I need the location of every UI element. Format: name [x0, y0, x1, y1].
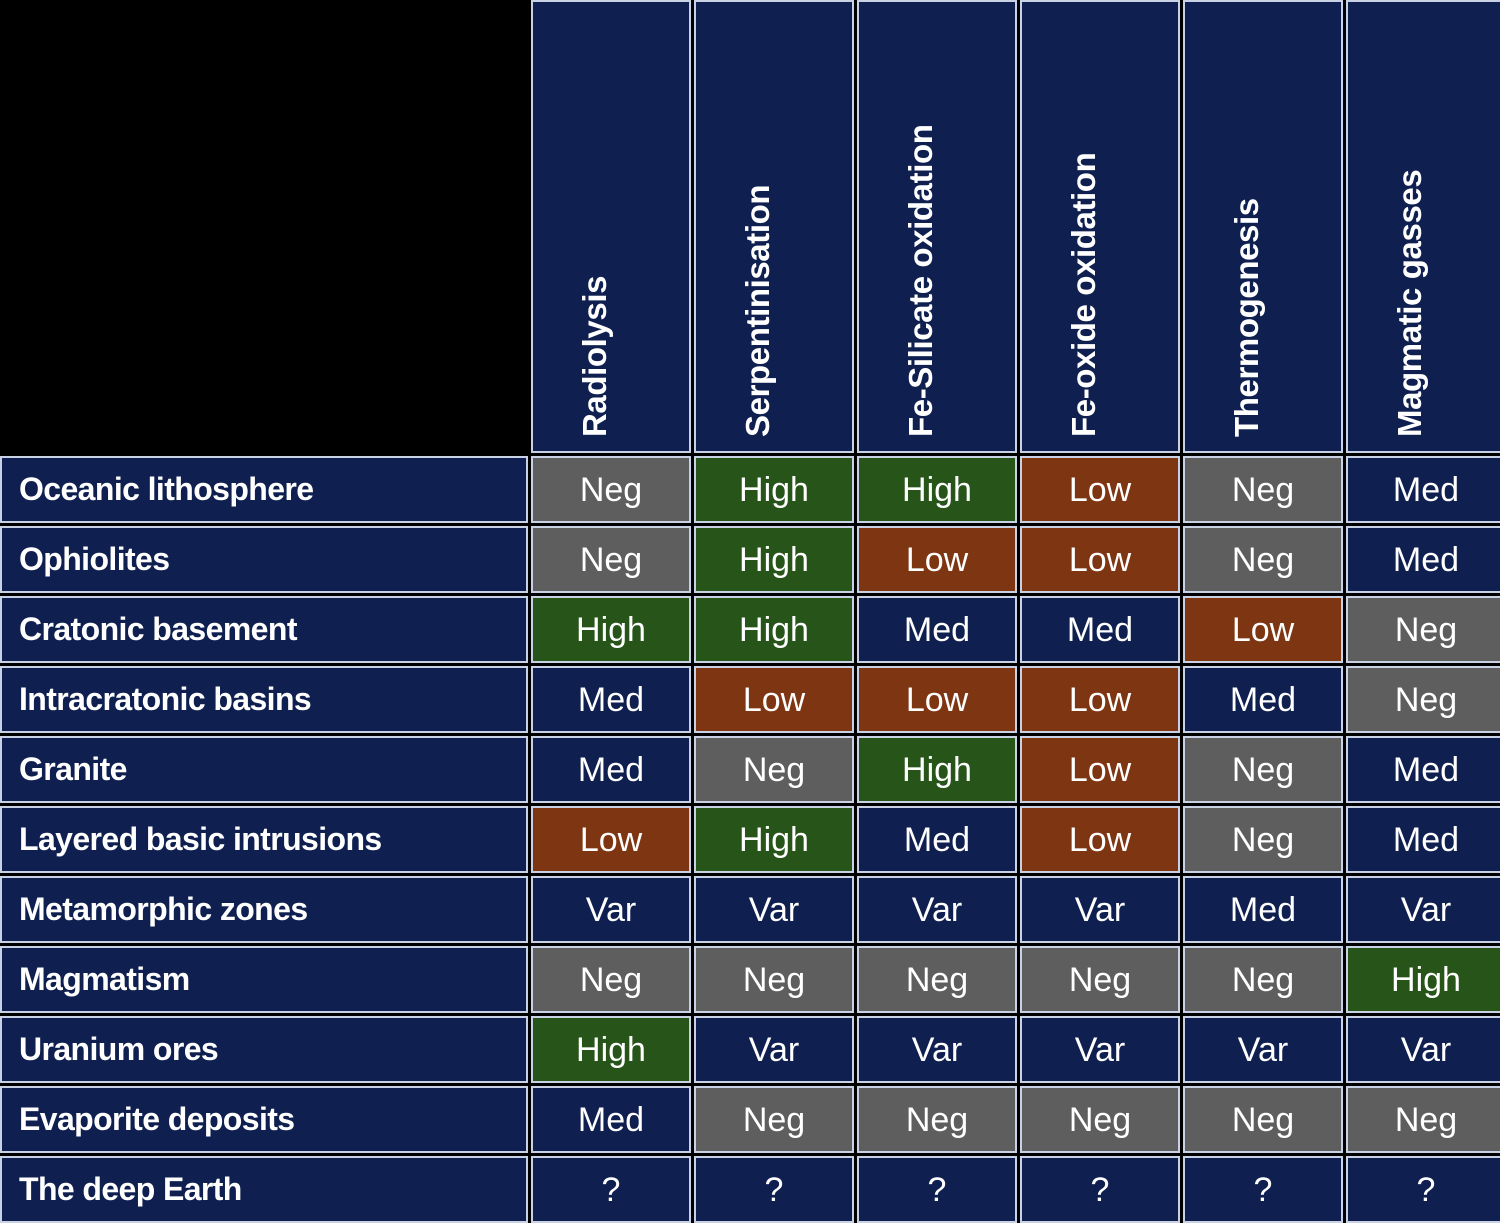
matrix-cell: Neg	[1183, 806, 1343, 873]
matrix-cell: Neg	[1183, 946, 1343, 1013]
row-header-label: Evaporite deposits	[0, 1086, 528, 1153]
matrix-cell: Neg	[1020, 946, 1180, 1013]
matrix-cell: High	[694, 806, 854, 873]
matrix-cell: Low	[857, 526, 1017, 593]
matrix-cell: Med	[1183, 876, 1343, 943]
row-header-label: Ophiolites	[0, 526, 528, 593]
matrix-cell: High	[857, 736, 1017, 803]
matrix-cell: High	[857, 456, 1017, 523]
matrix-cell: Var	[1346, 876, 1500, 943]
column-header-label: Serpentinisation	[739, 184, 776, 437]
matrix-cell: Low	[1020, 736, 1180, 803]
matrix-cell: ?	[694, 1156, 854, 1223]
matrix-cell: Low	[531, 806, 691, 873]
column-header-label: Thermogenesis	[1228, 198, 1265, 437]
column-header: Fe-Silicate oxidation	[857, 0, 1017, 453]
matrix-cell: Low	[694, 666, 854, 733]
matrix-cell: Var	[1020, 1016, 1180, 1083]
matrix-cell: Med	[531, 666, 691, 733]
row-header-label: Magmatism	[0, 946, 528, 1013]
matrix-cell: Med	[1020, 596, 1180, 663]
matrix-cell: Neg	[531, 946, 691, 1013]
row-header-label: Oceanic lithosphere	[0, 456, 528, 523]
column-header-label: Fe-Silicate oxidation	[902, 124, 939, 438]
row-header-label: Uranium ores	[0, 1016, 528, 1083]
column-header: Thermogenesis	[1183, 0, 1343, 453]
matrix-cell: Neg	[1183, 736, 1343, 803]
column-header: Magmatic gasses	[1346, 0, 1500, 453]
matrix-cell: High	[694, 596, 854, 663]
matrix-cell: Neg	[1020, 1086, 1180, 1153]
row-header-label: Intracratonic basins	[0, 666, 528, 733]
matrix-cell: Neg	[1346, 666, 1500, 733]
matrix-cell: Med	[1183, 666, 1343, 733]
matrix-cell: ?	[857, 1156, 1017, 1223]
matrix-cell: Low	[857, 666, 1017, 733]
matrix-cell: High	[1346, 946, 1500, 1013]
matrix-cell: Neg	[694, 736, 854, 803]
matrix-cell: Med	[857, 806, 1017, 873]
matrix-cell: Neg	[694, 1086, 854, 1153]
matrix-cell: Var	[694, 876, 854, 943]
matrix-cell: Low	[1020, 456, 1180, 523]
matrix-cell: Med	[1346, 456, 1500, 523]
matrix-cell: Neg	[1346, 596, 1500, 663]
matrix-cell: Var	[857, 1016, 1017, 1083]
column-header: Serpentinisation	[694, 0, 854, 453]
matrix-cell: Neg	[857, 1086, 1017, 1153]
matrix-cell: Neg	[694, 946, 854, 1013]
matrix-cell: Low	[1020, 806, 1180, 873]
column-header: Fe-oxide oxidation	[1020, 0, 1180, 453]
column-header-label: Magmatic gasses	[1391, 169, 1428, 437]
matrix-cell: Neg	[857, 946, 1017, 1013]
matrix-cell: Med	[531, 1086, 691, 1153]
matrix-cell: Med	[857, 596, 1017, 663]
row-header-label: Layered basic intrusions	[0, 806, 528, 873]
matrix-cell: Neg	[531, 456, 691, 523]
matrix-cell: Low	[1020, 526, 1180, 593]
matrix-cell: Low	[1020, 666, 1180, 733]
matrix-cell: Med	[1346, 526, 1500, 593]
table-corner-cell	[0, 0, 528, 453]
matrix-cell: Med	[1346, 736, 1500, 803]
matrix-cell: Neg	[1183, 526, 1343, 593]
matrix-cell: Neg	[1346, 1086, 1500, 1153]
matrix-cell: ?	[1020, 1156, 1180, 1223]
matrix-cell: High	[531, 596, 691, 663]
matrix-cell: Var	[857, 876, 1017, 943]
matrix-cell: Neg	[531, 526, 691, 593]
matrix-cell: ?	[1183, 1156, 1343, 1223]
matrix-cell: Low	[1183, 596, 1343, 663]
column-header-label: Fe-oxide oxidation	[1065, 152, 1102, 437]
matrix-cell: Var	[531, 876, 691, 943]
row-header-label: Metamorphic zones	[0, 876, 528, 943]
matrix-cell: High	[694, 526, 854, 593]
matrix-cell: Var	[1346, 1016, 1500, 1083]
matrix-cell: Var	[1020, 876, 1180, 943]
row-header-label: Cratonic basement	[0, 596, 528, 663]
matrix-cell: ?	[1346, 1156, 1500, 1223]
matrix-cell: Med	[1346, 806, 1500, 873]
column-header-label: Radiolysis	[576, 275, 613, 437]
matrix-cell: ?	[531, 1156, 691, 1223]
matrix-cell: Med	[531, 736, 691, 803]
matrix-cell: Neg	[1183, 1086, 1343, 1153]
row-header-label: The deep Earth	[0, 1156, 528, 1223]
column-header: Radiolysis	[531, 0, 691, 453]
matrix-cell: Var	[1183, 1016, 1343, 1083]
row-header-label: Granite	[0, 736, 528, 803]
matrix-cell: High	[531, 1016, 691, 1083]
matrix-cell: High	[694, 456, 854, 523]
matrix-cell: Neg	[1183, 456, 1343, 523]
matrix-cell: Var	[694, 1016, 854, 1083]
